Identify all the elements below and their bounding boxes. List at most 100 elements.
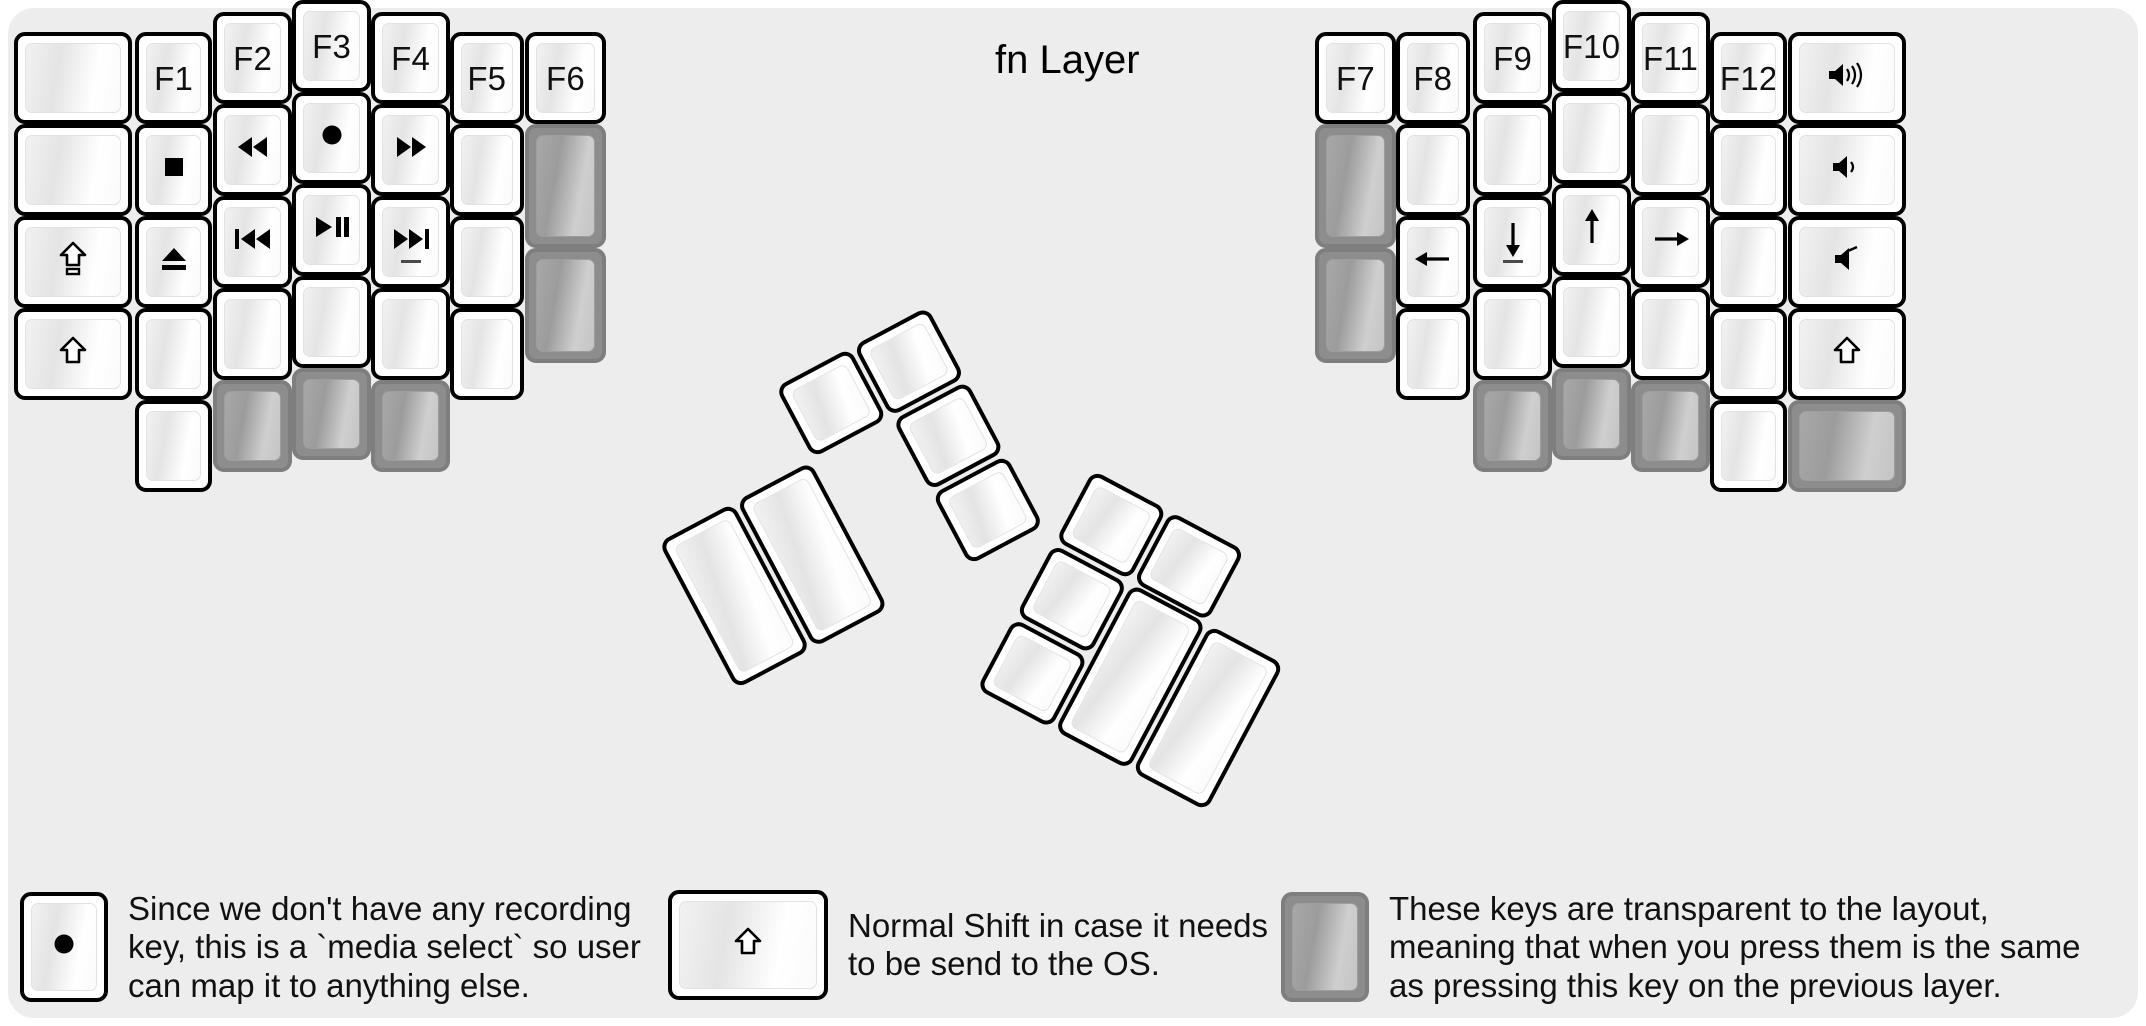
stop-icon xyxy=(159,152,189,188)
key-blank-21[interactable] xyxy=(1710,308,1788,400)
key-transparent-11[interactable] xyxy=(1788,400,1906,492)
key-blank-13[interactable] xyxy=(1473,104,1553,196)
key-f1-cap: F1 xyxy=(146,43,202,113)
key-blank-15-cap xyxy=(1563,103,1621,173)
key-f3[interactable]: F3 xyxy=(292,0,372,92)
key-transparent-9-cap xyxy=(1563,379,1621,449)
key-blank-15[interactable] xyxy=(1552,92,1632,184)
key-f12-cap: F12 xyxy=(1721,43,1777,113)
key-blank-10[interactable] xyxy=(450,308,524,400)
key-arrow-left[interactable] xyxy=(1396,216,1470,308)
key-blank-5[interactable] xyxy=(213,288,293,380)
key-f2-label: F2 xyxy=(233,39,273,77)
key-f8[interactable]: F8 xyxy=(1396,32,1470,124)
volume-up-icon xyxy=(1826,61,1868,95)
key-blank-11[interactable] xyxy=(1396,124,1470,216)
key-blank-4-cap xyxy=(146,411,202,481)
key-blank-22-cap xyxy=(1721,411,1777,481)
key-blank-8[interactable] xyxy=(450,124,524,216)
key-volume-down[interactable] xyxy=(1788,124,1906,216)
key-transparent-8-cap xyxy=(1484,391,1542,461)
key-shift-right[interactable] xyxy=(1788,308,1906,400)
key-blank-3-cap xyxy=(146,319,202,389)
key-f5[interactable]: F5 xyxy=(450,32,524,124)
key-blank-11-cap xyxy=(1407,135,1459,205)
key-f4[interactable]: F4 xyxy=(371,12,451,104)
key-f11-label: F11 xyxy=(1643,39,1699,77)
key-f6[interactable]: F6 xyxy=(525,32,606,124)
key-transparent-8[interactable] xyxy=(1473,380,1553,472)
legend-normal-shift: Normal Shift in case it needs to be send… xyxy=(668,890,1268,1000)
key-f2[interactable]: F2 xyxy=(213,12,293,104)
key-media-rewind[interactable] xyxy=(213,104,293,196)
key-blank-14[interactable] xyxy=(1473,288,1553,380)
key-transparent-4[interactable] xyxy=(525,124,606,249)
key-shift[interactable] xyxy=(14,308,132,400)
key-blank-1[interactable] xyxy=(14,32,132,124)
key-media-stop-cap xyxy=(146,135,202,205)
key-media-fast-forward-cap xyxy=(382,115,440,185)
arrow-right-icon xyxy=(1651,226,1691,258)
key-media-record[interactable] xyxy=(292,92,372,184)
key-blank-2[interactable] xyxy=(14,124,132,216)
key-transparent-2[interactable] xyxy=(292,368,372,460)
arrow-left-icon xyxy=(1413,246,1453,278)
key-media-play-pause[interactable] xyxy=(292,184,372,276)
key-arrow-up[interactable] xyxy=(1552,184,1632,276)
key-f3-cap: F3 xyxy=(303,11,361,81)
key-f7[interactable]: F7 xyxy=(1315,32,1396,124)
shift-icon xyxy=(733,926,763,964)
key-f11[interactable]: F11 xyxy=(1631,12,1711,104)
key-transparent-11-cap xyxy=(1799,411,1895,481)
key-shift-cap xyxy=(25,319,121,389)
key-media-fast-forward[interactable] xyxy=(371,104,451,196)
key-media-next[interactable] xyxy=(371,196,451,288)
key-f5-cap: F5 xyxy=(461,43,513,113)
legend-transparent-keys-key[interactable] xyxy=(1281,892,1369,1003)
key-transparent-6[interactable] xyxy=(1315,124,1396,249)
key-blank-12[interactable] xyxy=(1396,308,1470,400)
key-media-prev[interactable] xyxy=(213,196,293,288)
key-transparent-10-cap xyxy=(1642,391,1700,461)
key-blank-18[interactable] xyxy=(1631,288,1711,380)
key-arrow-down[interactable] xyxy=(1473,196,1553,288)
volume-mute-icon xyxy=(1832,245,1862,279)
key-blank-6[interactable] xyxy=(292,276,372,368)
legend-transparent-keys: These keys are transparent to the layout… xyxy=(1281,890,2081,1005)
key-transparent-1[interactable] xyxy=(213,380,293,472)
key-arrow-right-cap xyxy=(1642,207,1700,277)
key-f9-cap: F9 xyxy=(1484,23,1542,93)
key-f7-cap: F7 xyxy=(1326,43,1385,113)
key-f8-cap: F8 xyxy=(1407,43,1459,113)
key-blank-20[interactable] xyxy=(1710,216,1788,308)
key-transparent-9[interactable] xyxy=(1552,368,1632,460)
key-blank-3[interactable] xyxy=(135,308,213,400)
legend-normal-shift-key[interactable] xyxy=(668,890,828,1000)
key-transparent-7[interactable] xyxy=(1315,248,1396,364)
key-f1[interactable]: F1 xyxy=(135,32,213,124)
key-blank-7[interactable] xyxy=(371,288,451,380)
key-f12[interactable]: F12 xyxy=(1710,32,1788,124)
legend-media-select-key[interactable] xyxy=(20,892,108,1003)
key-transparent-1-cap xyxy=(224,391,282,461)
key-blank-6-cap xyxy=(303,287,361,357)
key-transparent-5[interactable] xyxy=(525,248,606,364)
key-blank-19[interactable] xyxy=(1710,124,1788,216)
key-f10[interactable]: F10 xyxy=(1552,0,1632,92)
key-blank-4[interactable] xyxy=(135,400,213,492)
key-media-eject[interactable] xyxy=(135,216,213,308)
key-transparent-3[interactable] xyxy=(371,380,451,472)
thumb-key-7-cap xyxy=(1070,484,1153,566)
key-media-stop[interactable] xyxy=(135,124,213,216)
key-f9[interactable]: F9 xyxy=(1473,12,1553,104)
key-blank-22[interactable] xyxy=(1710,400,1788,492)
key-blank-17[interactable] xyxy=(1631,104,1711,196)
key-arrow-right[interactable] xyxy=(1631,196,1711,288)
key-transparent-10[interactable] xyxy=(1631,380,1711,472)
key-caps-lock[interactable] xyxy=(14,216,132,308)
key-blank-9[interactable] xyxy=(450,216,524,308)
key-volume-up[interactable] xyxy=(1788,32,1906,124)
key-blank-16[interactable] xyxy=(1552,276,1632,368)
key-volume-mute[interactable] xyxy=(1788,216,1906,308)
key-arrow-up-cap xyxy=(1563,195,1621,265)
